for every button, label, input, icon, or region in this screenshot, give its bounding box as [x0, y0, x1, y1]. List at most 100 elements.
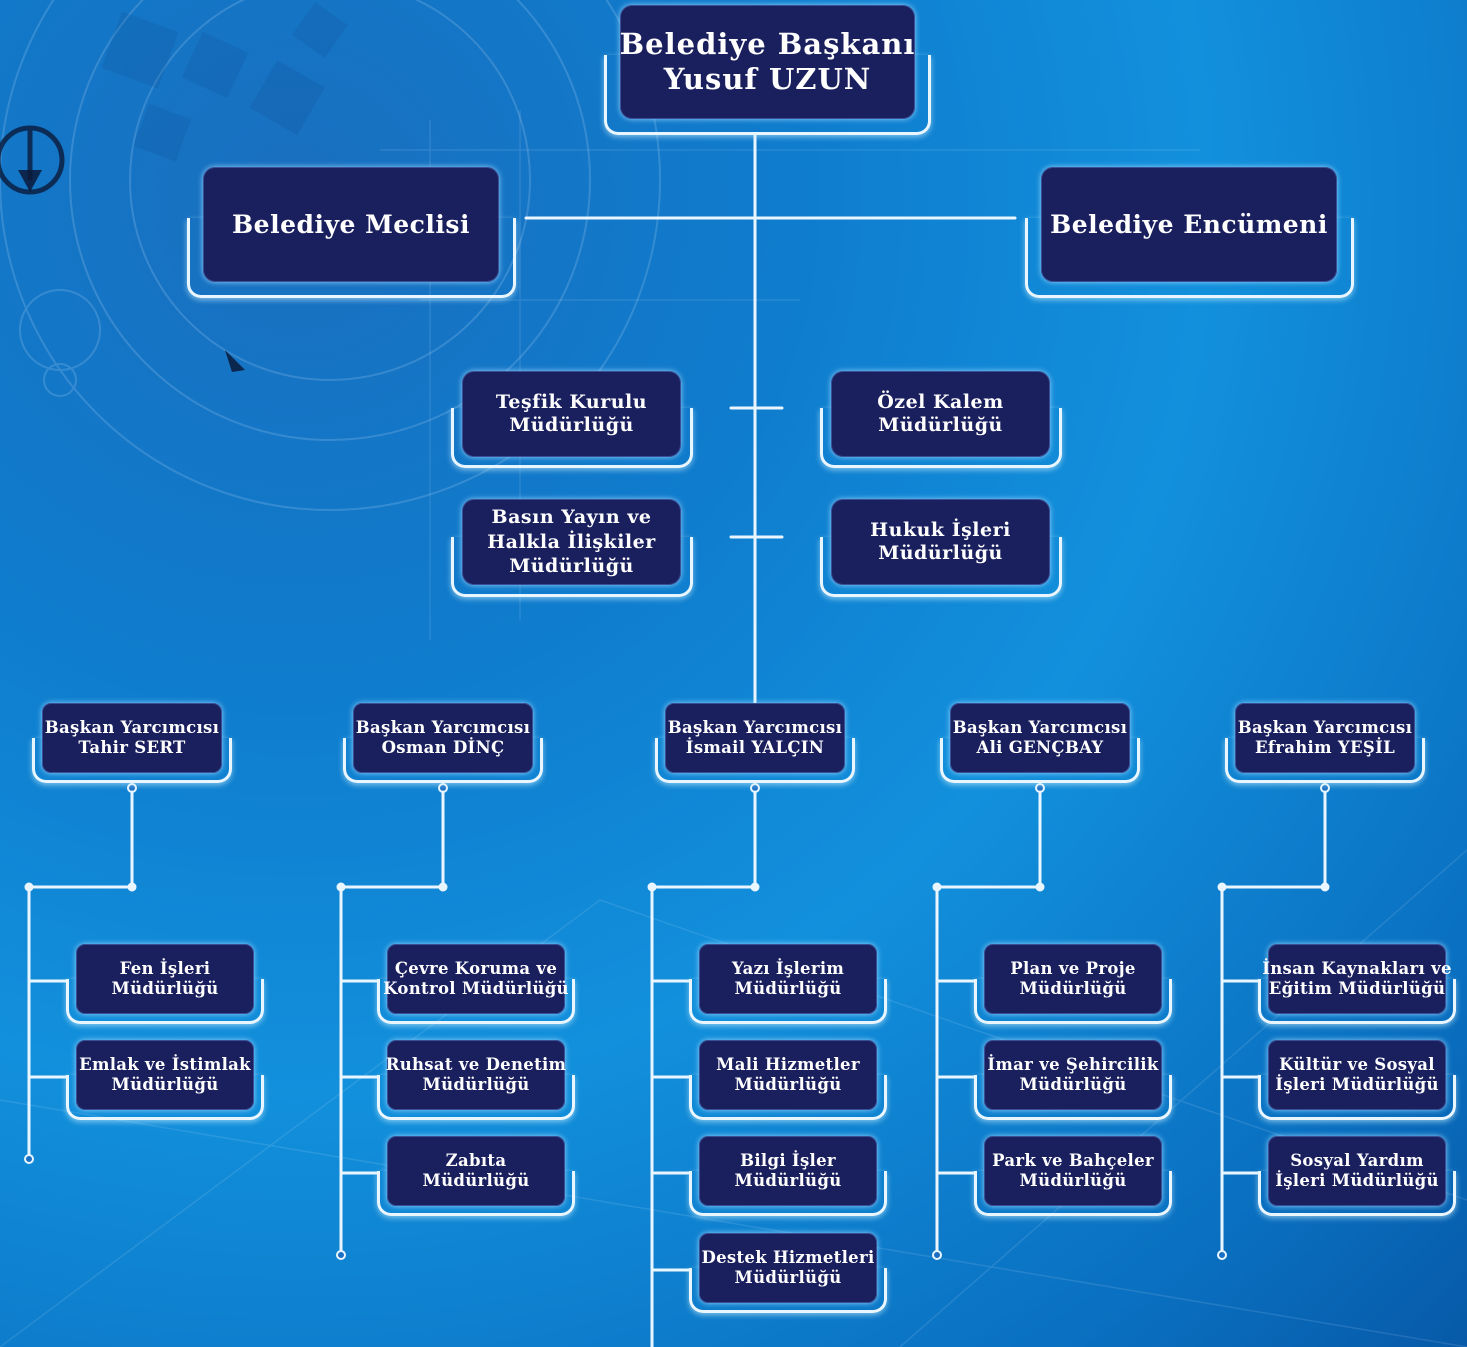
department-box-text: Müdürlüğü	[1019, 1171, 1127, 1190]
department-box-text: Müdürlüğü	[111, 979, 219, 998]
deputy-box-text: Başkan Yarcımcısı	[667, 718, 843, 738]
department-box-text: Eğitim Müdürlüğü	[1268, 979, 1446, 998]
rail-end-dot	[336, 1250, 346, 1260]
staff-unit-line: Hukuk İşleri	[870, 519, 1011, 542]
department-box-bracket	[689, 1171, 887, 1216]
deputy-box-bracket	[343, 738, 543, 783]
department-box-text: Sosyal Yardım	[1290, 1151, 1424, 1171]
department-box-bracket	[1258, 1171, 1456, 1216]
department-box-text: Müdürlüğü	[1019, 979, 1127, 998]
branch-node	[1035, 882, 1045, 892]
department-box-text: Müdürlüğü	[422, 1171, 530, 1190]
department-box-text: Mali Hizmetler	[716, 1055, 860, 1075]
department-box-text: Plan ve Proje	[1010, 959, 1136, 979]
department-box-bracket	[974, 979, 1172, 1024]
staff-unit-line: Halkla İlişkiler	[487, 530, 656, 553]
department-box-text: Fen İşleri	[119, 959, 211, 979]
department-box-text: İşleri Müdürlüğü	[1275, 1171, 1439, 1190]
council-right-label: Belediye Encümeni	[1050, 209, 1328, 239]
staff-unit-box: Hukuk İşleri Müdürlüğü	[831, 499, 1050, 585]
department-box-bracket	[689, 979, 887, 1024]
department-box-text: İşleri Müdürlüğü	[1275, 1075, 1439, 1094]
staff-unit-bracket	[451, 408, 693, 468]
department-box-bracket	[66, 1075, 264, 1120]
staff-unit-box: Teşfik Kurulu Müdürlüğü	[462, 371, 681, 457]
department-box-text: Ruhsat ve Denetim	[385, 1055, 567, 1075]
branch-node	[750, 882, 760, 892]
department-box-bracket	[377, 1171, 575, 1216]
department-box-text: Emlak ve İstimlak	[79, 1055, 251, 1075]
department-box-text: Müdürlüğü	[422, 1075, 530, 1094]
staff-unit-line: Müdürlüğü	[878, 414, 1003, 436]
department-box-bracket	[689, 1268, 887, 1313]
department-box-text: Park ve Bahçeler	[992, 1151, 1154, 1171]
department-box-bracket	[974, 1075, 1172, 1120]
deputy-box-text: Osman DİNÇ	[381, 738, 505, 757]
department-box-bracket	[377, 979, 575, 1024]
rail-end-dot	[24, 1154, 34, 1164]
deputy-box-text: Başkan Yarcımcısı	[44, 718, 220, 738]
staff-unit-line: Müdürlüğü	[509, 414, 634, 436]
deputy-connector-dot	[127, 783, 137, 793]
deputy-box-text: Efrahim YEŞİL	[1254, 738, 1396, 757]
branch-node	[932, 882, 942, 892]
staff-unit-line: Müdürlüğü	[509, 555, 634, 578]
department-box-text: Zabıta	[445, 1151, 507, 1171]
deputy-box-bracket	[1225, 738, 1425, 783]
staff-unit-line: Müdürlüğü	[878, 542, 1003, 564]
mayor-box: Belediye Başkanı Yusuf UZUN	[620, 5, 915, 119]
department-box-text: Destek Hizmetleri	[701, 1248, 875, 1268]
deputy-box-text: Başkan Yarcımcısı	[355, 718, 531, 738]
department-box-text: Müdürlüğü	[734, 1171, 842, 1190]
department-box-bracket	[1258, 979, 1456, 1024]
rail-end-dot	[932, 1250, 942, 1260]
deputy-box-bracket	[940, 738, 1140, 783]
mayor-name: Yusuf UZUN	[663, 62, 872, 96]
department-box-bracket	[974, 1171, 1172, 1216]
department-box-text: Kontrol Müdürlüğü	[383, 979, 569, 998]
department-box-text: Müdürlüğü	[734, 1268, 842, 1287]
deputy-box-text: İsmail YALÇIN	[685, 738, 825, 757]
department-box-bracket	[689, 1075, 887, 1120]
deputy-box-text: Başkan Yarcımcısı	[952, 718, 1128, 738]
deputy-box-bracket	[32, 738, 232, 783]
deputy-box-text: Başkan Yarcımcısı	[1237, 718, 1413, 738]
department-box-text: Müdürlüğü	[1019, 1075, 1127, 1094]
staff-unit-bracket	[451, 537, 693, 597]
department-box-text: Müdürlüğü	[734, 979, 842, 998]
branch-node	[1217, 882, 1227, 892]
rail-end-dot	[1217, 1250, 1227, 1260]
deputy-box-bracket	[655, 738, 855, 783]
branch-node	[127, 882, 137, 892]
staff-unit-bracket	[820, 408, 1062, 468]
council-left-label: Belediye Meclisi	[232, 209, 470, 239]
staff-unit-bracket	[820, 537, 1062, 597]
department-box-text: İmar ve Şehircilik	[987, 1055, 1159, 1075]
council-left-bracket	[187, 218, 516, 298]
mayor-bracket	[604, 55, 931, 135]
deputy-connector-dot	[438, 783, 448, 793]
department-box-text: Bilgi İşler	[740, 1151, 836, 1171]
staff-unit-line: Teşfik Kurulu	[495, 391, 648, 414]
department-box-text: Yazı İşlerim	[731, 959, 845, 979]
branch-node	[438, 882, 448, 892]
